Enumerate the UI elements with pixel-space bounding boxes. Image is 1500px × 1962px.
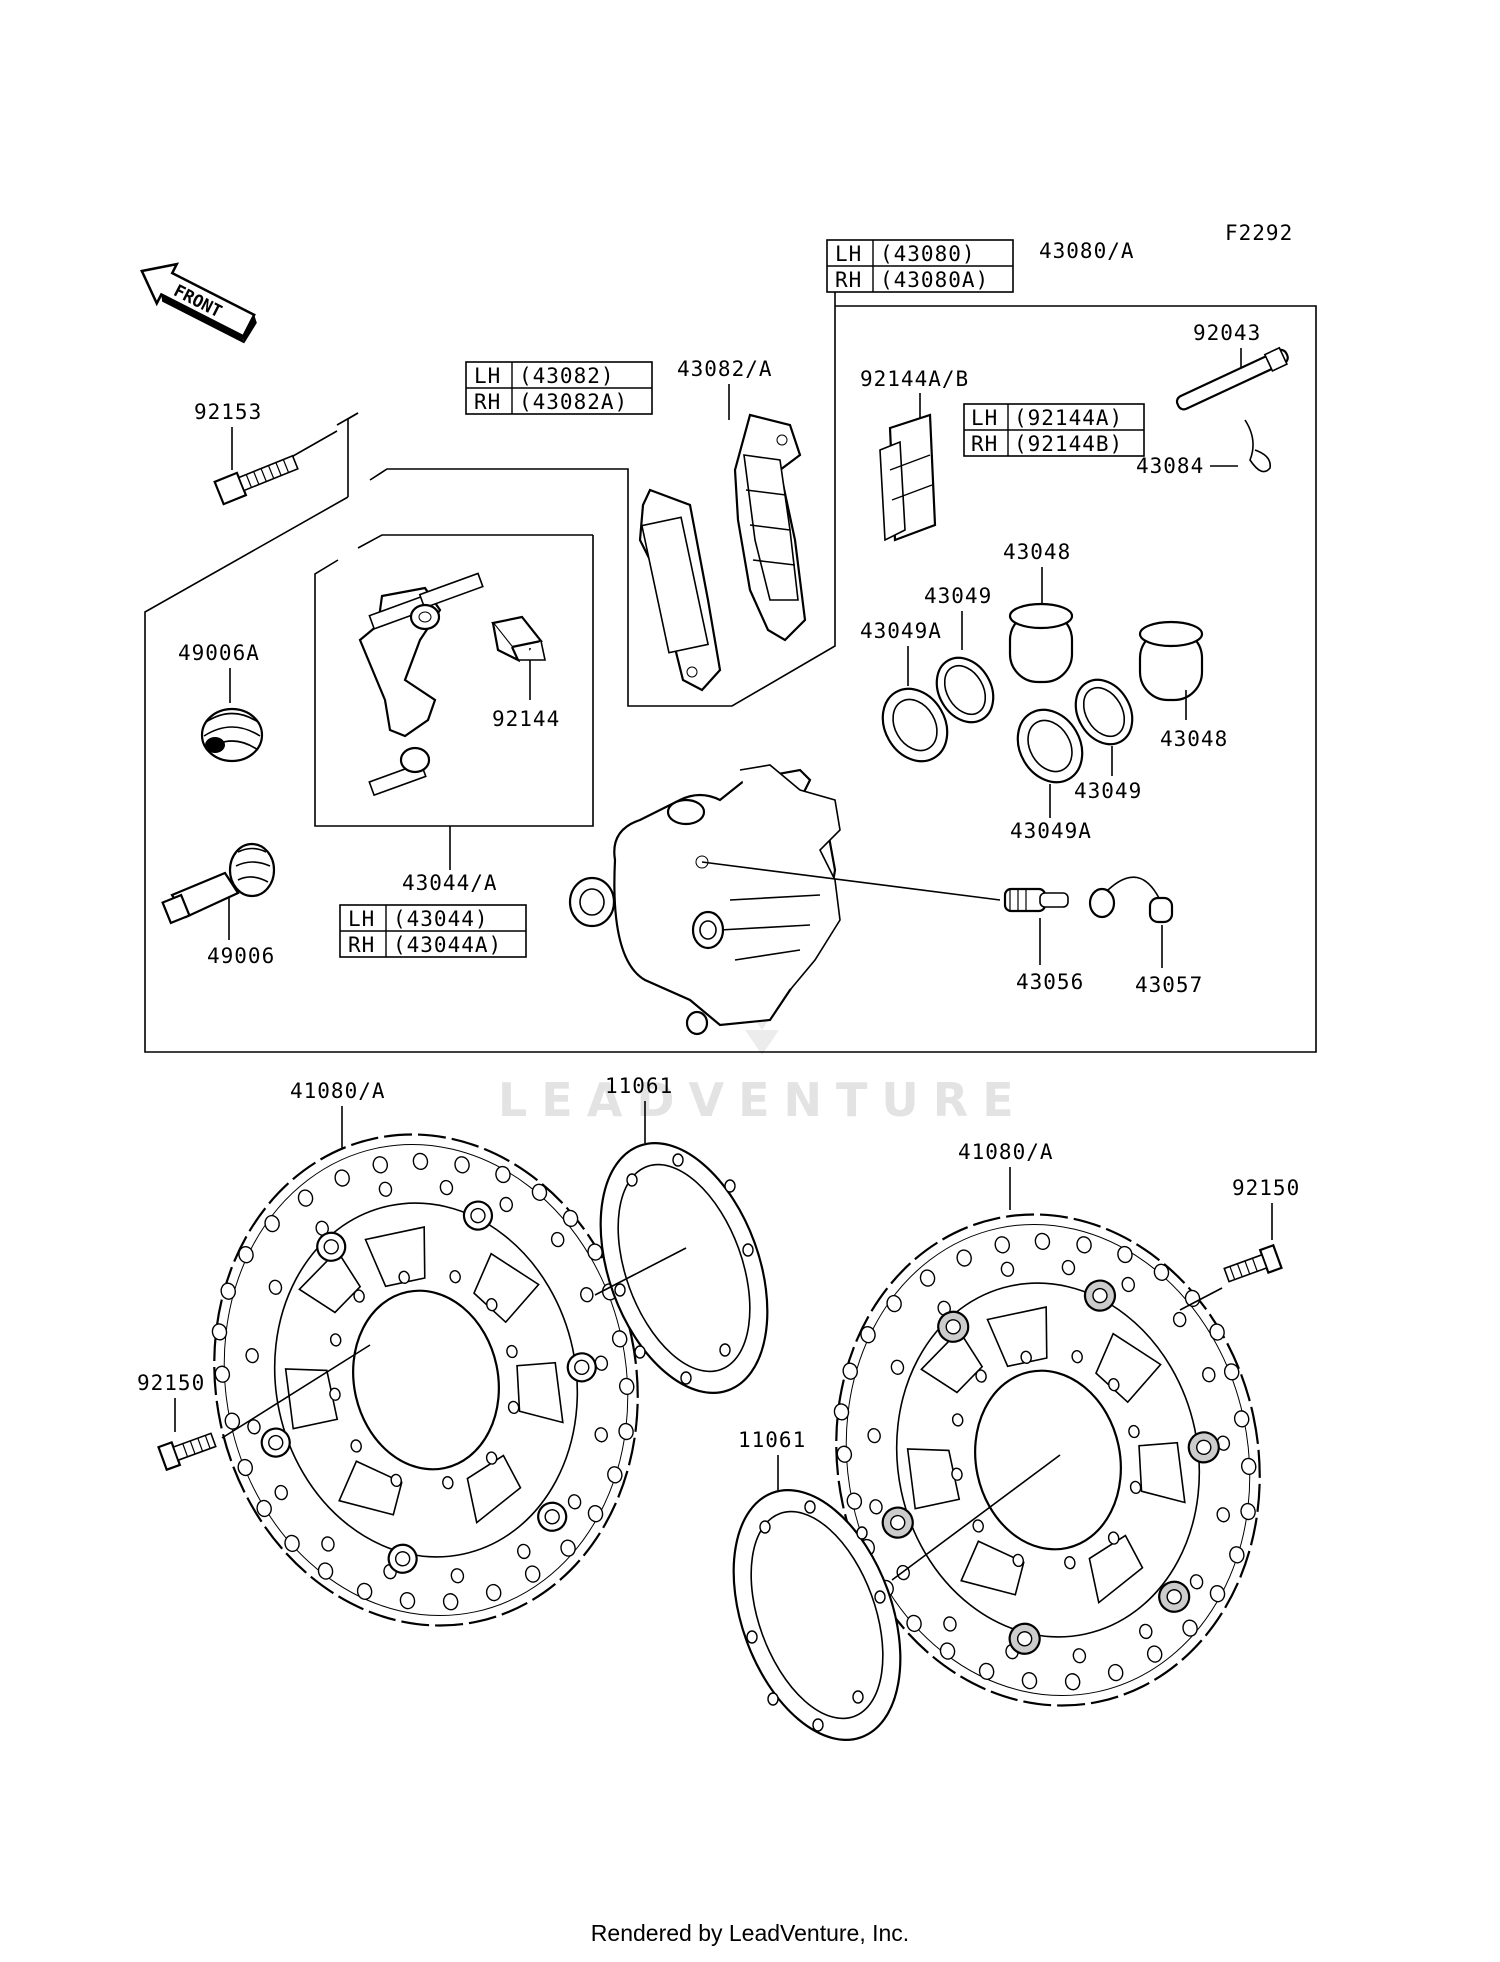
label-92150-left: 92150 (137, 1371, 205, 1395)
label-92043: 92043 (1193, 321, 1261, 345)
label-43048-top: 43048 (1003, 540, 1071, 564)
label-11061-bottom: 11061 (738, 1428, 806, 1452)
pad-group-outline (369, 306, 836, 707)
label-43049-top: 43049 (924, 584, 992, 608)
table-rh-label: RH (971, 432, 998, 456)
clip-92144 (491, 615, 546, 663)
bleeder-43056 (1003, 887, 1069, 913)
table-rh-value: (43082A) (519, 390, 628, 414)
leader-bolt-disc-right (1179, 1287, 1223, 1311)
boot-49006A (200, 707, 264, 763)
table-lh-value: (92144A) (1014, 406, 1123, 430)
table-lh-value: (43082) (519, 364, 615, 388)
bolt-leader-2 (336, 412, 359, 426)
table-rh-label: RH (835, 268, 862, 292)
label-43057: 43057 (1135, 973, 1203, 997)
clip-43084 (1244, 419, 1272, 473)
footer-credit: Rendered by LeadVenture, Inc. (590, 1920, 910, 1946)
table-rh-value: (43044A) (393, 933, 502, 957)
label-43049-bottom: 43049 (1074, 779, 1142, 803)
leader-bleeder (701, 861, 1001, 901)
diagram-id: F2292 (1225, 221, 1293, 245)
bracket-group-outline (314, 534, 594, 827)
label-49006A: 49006A (178, 641, 260, 665)
seal-43049-bottom (1074, 678, 1134, 746)
gasket-11061-top (599, 1142, 769, 1394)
table-43080: LH (43080) RH (43080A) (826, 239, 1014, 293)
piston-43048-right (1138, 620, 1204, 702)
table-lh-label: LH (835, 242, 862, 266)
label-43082A: 43082/A (677, 357, 773, 381)
table-lh-label: LH (474, 364, 501, 388)
label-43044A: 43044/A (402, 871, 498, 895)
table-lh-label: LH (971, 406, 998, 430)
bracket-43044 (358, 572, 484, 797)
bolt-92150-left (157, 1432, 217, 1472)
label-43049A-top: 43049A (860, 619, 942, 643)
label-43049A-bottom: 43049A (1010, 819, 1092, 843)
cap-43057 (1088, 876, 1174, 924)
brake-disc-right (833, 1213, 1261, 1707)
pin-92043 (1175, 346, 1289, 411)
table-92144: LH (92144A) RH (92144B) (963, 403, 1145, 457)
label-92150-right: 92150 (1232, 1176, 1300, 1200)
leader-gasket-disc-left (594, 1247, 687, 1296)
leader-bolt-disc-left (221, 1344, 371, 1439)
watermark-text: LEADVENTURE (498, 1073, 1028, 1127)
front-arrow-icon: FRONT (140, 262, 257, 344)
label-43048-right: 43048 (1160, 727, 1228, 751)
label-43080A: 43080/A (1039, 239, 1135, 263)
bolt-92153 (213, 454, 299, 506)
bolt-92150-right (1223, 1243, 1283, 1283)
label-41080A-right: 41080/A (958, 1140, 1054, 1164)
bolt-group-outline (347, 412, 359, 497)
table-rh-value: (92144B) (1014, 432, 1123, 456)
table-43044: LH (43044) RH (43044A) (339, 904, 527, 958)
label-41080A-left: 41080/A (290, 1079, 386, 1103)
seal-43049-top (935, 656, 995, 724)
shim-92144AB (879, 413, 937, 542)
table-43082: LH (43082) RH (43082A) (465, 361, 653, 415)
table-rh-value: (43080A) (880, 268, 989, 292)
label-49006: 49006 (207, 944, 275, 968)
piston-43048-top (1008, 602, 1074, 684)
label-92144AB: 92144A/B (860, 367, 969, 391)
table-lh-value: (43044) (393, 907, 489, 931)
leader-gasket-disc-right (891, 1454, 1061, 1581)
brake-disc-left (211, 1133, 639, 1627)
table-rh-label: RH (474, 390, 501, 414)
pin-49006 (161, 842, 276, 925)
label-43084: 43084 (1136, 454, 1204, 478)
label-43056: 43056 (1016, 970, 1084, 994)
label-92153: 92153 (194, 400, 262, 424)
table-lh-value: (43080) (880, 242, 976, 266)
label-92144: 92144 (492, 707, 560, 731)
label-11061-top: 11061 (605, 1074, 673, 1098)
gasket-11061-bottom (732, 1489, 902, 1741)
caliper-body (568, 764, 841, 1036)
table-lh-label: LH (348, 907, 375, 931)
table-rh-label: RH (348, 933, 375, 957)
brake-pads-43082 (638, 413, 807, 692)
seal-43049A-bottom (1016, 708, 1084, 784)
seal-43049A-top (881, 687, 949, 763)
